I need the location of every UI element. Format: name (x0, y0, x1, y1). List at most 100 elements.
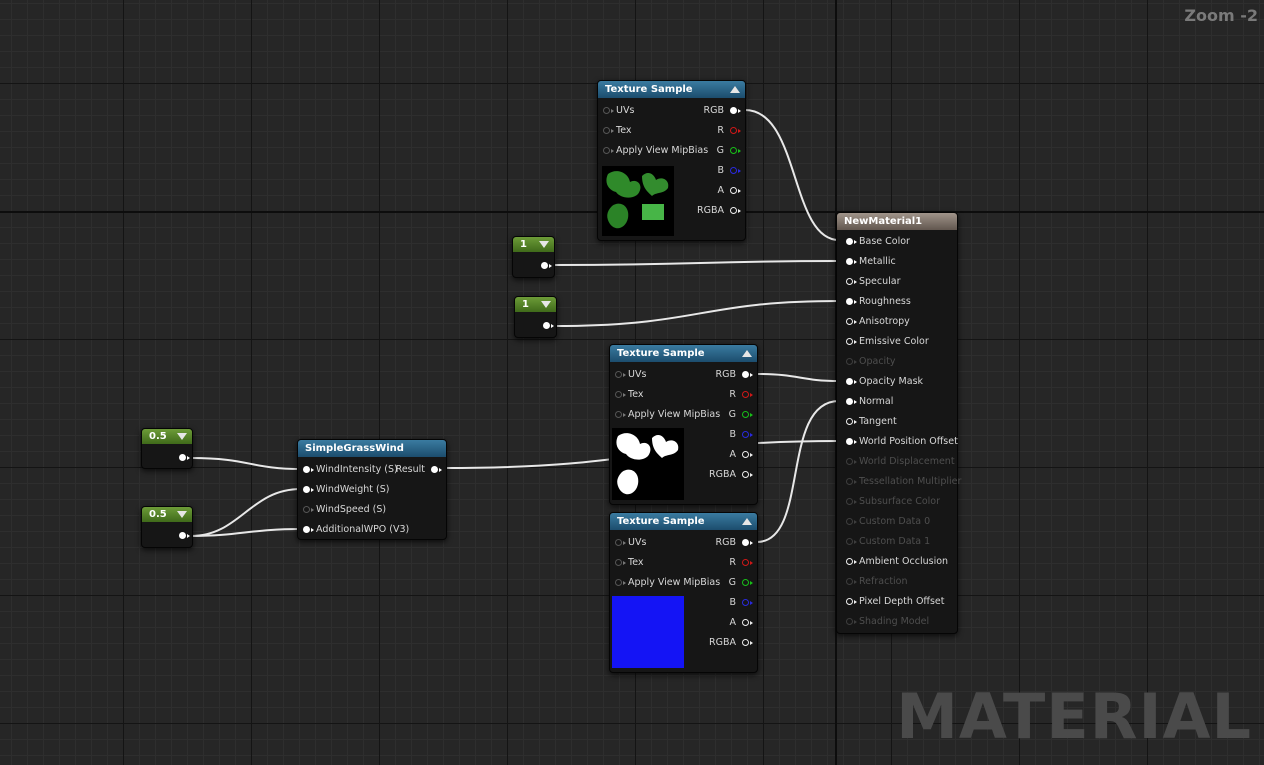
pin-normal[interactable]: Normal (846, 396, 893, 408)
pin-icon[interactable] (742, 579, 753, 586)
pin-r[interactable]: R (729, 557, 753, 569)
pin-icon[interactable] (615, 559, 626, 566)
pin-tex[interactable]: Tex (615, 389, 644, 401)
pin-wind-speed[interactable]: WindSpeed (S) (303, 504, 386, 516)
wire-const4-to-additional-wpo[interactable] (190, 528, 302, 537)
pin-icon[interactable] (179, 454, 190, 461)
node-header[interactable]: Texture Sample (598, 81, 745, 98)
node-header[interactable]: 0.5 (142, 507, 192, 522)
pin-icon[interactable] (846, 378, 857, 385)
pin-emissive-color[interactable]: Emissive Color (846, 336, 929, 348)
pin-anisotropy[interactable]: Anisotropy (846, 316, 910, 328)
pin-icon[interactable] (742, 539, 753, 546)
pin-wind-weight[interactable]: WindWeight (S) (303, 484, 389, 496)
collapse-icon[interactable] (742, 518, 752, 525)
pin-icon[interactable] (730, 107, 741, 114)
pin-icon[interactable] (303, 466, 314, 473)
pin-apply-view-mipbias[interactable]: Apply View MipBias (603, 145, 708, 157)
pin-g[interactable]: G (729, 409, 753, 421)
pin-b[interactable]: B (729, 429, 753, 441)
texture-sample-node[interactable]: Texture Sample UVs Tex Apply View MipBia… (609, 344, 758, 505)
pin-icon[interactable] (742, 559, 753, 566)
pin-b[interactable]: B (729, 597, 753, 609)
node-header[interactable]: Texture Sample (610, 345, 757, 362)
pin-icon[interactable] (742, 431, 753, 438)
pin-apply-view-mipbias[interactable]: Apply View MipBias (615, 577, 720, 589)
pin-icon[interactable] (603, 127, 614, 134)
pin-icon[interactable] (615, 391, 626, 398)
pin-icon[interactable] (742, 411, 753, 418)
wire-tex1-rgb-to-base-color[interactable] (744, 109, 840, 241)
pin-icon[interactable] (615, 579, 626, 586)
simple-grass-wind-node[interactable]: SimpleGrassWind WindIntensity (S) WindWe… (297, 439, 447, 540)
wire-const2-to-roughness[interactable] (554, 300, 840, 327)
pin-tangent[interactable]: Tangent (846, 416, 897, 428)
pin-a[interactable]: A (730, 449, 753, 461)
constant-node[interactable]: 0.5 (141, 428, 193, 469)
pin-rgba[interactable]: RGBA (709, 637, 753, 649)
pin-icon[interactable] (846, 418, 857, 425)
pin-icon[interactable] (730, 127, 741, 134)
node-header[interactable]: 1 (515, 297, 556, 312)
pin-icon[interactable] (846, 238, 857, 245)
collapse-icon[interactable] (730, 86, 740, 93)
pin-tex[interactable]: Tex (615, 557, 644, 569)
wire-const4-to-wind-weight[interactable] (190, 488, 302, 537)
wire-const1-to-metallic[interactable] (552, 260, 840, 266)
pin-icon[interactable] (742, 391, 753, 398)
pin-pixel-depth-offset[interactable]: Pixel Depth Offset (846, 596, 945, 608)
pin-icon[interactable] (846, 438, 857, 445)
constant-node[interactable]: 1 (514, 296, 557, 338)
constant-node[interactable]: 1 (512, 236, 555, 278)
pin-icon[interactable] (742, 371, 753, 378)
pin-icon[interactable] (846, 558, 857, 565)
wire-tex2-rgb-to-opacity-mask[interactable] (756, 373, 840, 382)
pin-output[interactable] (543, 320, 554, 332)
pin-output[interactable] (541, 260, 552, 272)
wire-const3-to-wind-intensity[interactable] (190, 457, 302, 470)
texture-sample-node[interactable]: Texture Sample UVs Tex Apply View MipBia… (609, 512, 758, 673)
pin-icon[interactable] (730, 187, 741, 194)
pin-icon[interactable] (846, 258, 857, 265)
pin-icon[interactable] (742, 599, 753, 606)
pin-r[interactable]: R (729, 389, 753, 401)
pin-icon[interactable] (846, 398, 857, 405)
pin-icon[interactable] (603, 107, 614, 114)
pin-r[interactable]: R (717, 125, 741, 137)
node-header[interactable]: 0.5 (142, 429, 192, 444)
pin-wind-intensity[interactable]: WindIntensity (S) (303, 464, 398, 476)
pin-rgb[interactable]: RGB (704, 105, 741, 117)
pin-uvs[interactable]: UVs (615, 369, 646, 381)
node-header[interactable]: NewMaterial1 (837, 213, 957, 230)
pin-icon[interactable] (730, 147, 741, 154)
expand-icon[interactable] (177, 433, 187, 440)
pin-uvs[interactable]: UVs (615, 537, 646, 549)
pin-output[interactable] (179, 530, 190, 542)
pin-icon[interactable] (846, 278, 857, 285)
pin-icon[interactable] (846, 298, 857, 305)
pin-icon[interactable] (615, 371, 626, 378)
pin-rgb[interactable]: RGB (716, 537, 753, 549)
pin-result[interactable]: Result (396, 464, 442, 476)
pin-icon[interactable] (730, 207, 741, 214)
pin-icon[interactable] (615, 539, 626, 546)
constant-node[interactable]: 0.5 (141, 506, 193, 548)
pin-base-color[interactable]: Base Color (846, 236, 910, 248)
expand-icon[interactable] (177, 511, 187, 518)
pin-uvs[interactable]: UVs (603, 105, 634, 117)
pin-rgb[interactable]: RGB (716, 369, 753, 381)
pin-b[interactable]: B (717, 165, 741, 177)
pin-icon[interactable] (742, 619, 753, 626)
pin-icon[interactable] (730, 167, 741, 174)
pin-icon[interactable] (303, 506, 314, 513)
texture-sample-node[interactable]: Texture Sample UVs Tex Apply View MipBia… (597, 80, 746, 241)
pin-icon[interactable] (431, 466, 442, 473)
pin-output[interactable] (179, 452, 190, 464)
pin-icon[interactable] (846, 598, 857, 605)
pin-icon[interactable] (846, 318, 857, 325)
pin-ambient-occlusion[interactable]: Ambient Occlusion (846, 556, 948, 568)
pin-roughness[interactable]: Roughness (846, 296, 911, 308)
pin-tex[interactable]: Tex (603, 125, 632, 137)
wire-tex3-rgb-to-normal[interactable] (756, 400, 840, 543)
